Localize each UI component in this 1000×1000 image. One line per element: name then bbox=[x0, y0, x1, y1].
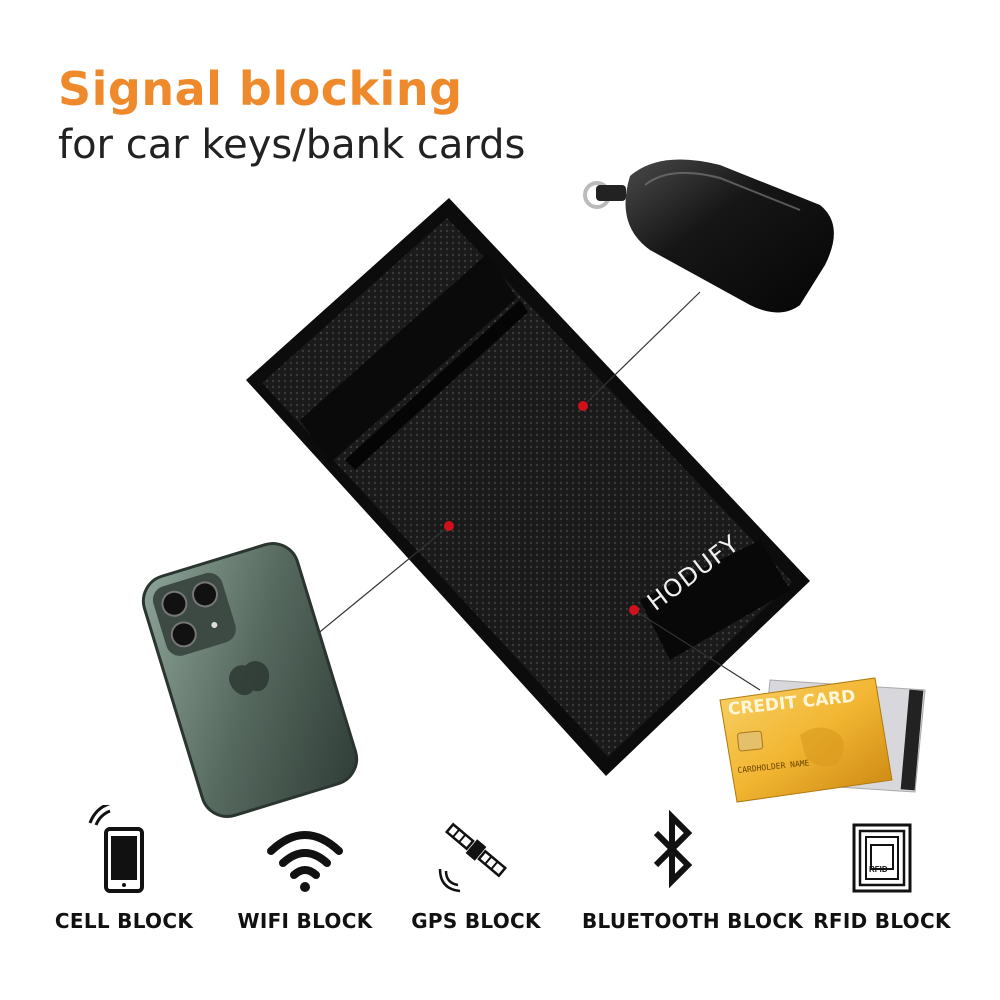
faraday-pouch bbox=[246, 198, 810, 776]
callout-dot-key bbox=[578, 401, 588, 411]
smartphone bbox=[141, 542, 359, 818]
feature-rfid-block: RFID BLOCK bbox=[792, 805, 972, 933]
car-key-fob bbox=[583, 159, 834, 313]
callout-lines bbox=[309, 291, 761, 691]
feature-cell-block: CELL BLOCK bbox=[34, 805, 214, 933]
headline-subtitle: for car keys/bank cards bbox=[58, 122, 526, 168]
feature-label: CELL BLOCK bbox=[54, 909, 194, 933]
credit-cards bbox=[719, 677, 926, 803]
feature-wifi-block: WIFI BLOCK bbox=[215, 805, 395, 933]
feature-label: RFID BLOCK bbox=[813, 909, 951, 933]
wifi-icon bbox=[267, 831, 343, 892]
feature-gps-block: GPS BLOCK bbox=[386, 805, 566, 933]
callout-dot-card bbox=[629, 605, 639, 615]
satellite-icon bbox=[438, 822, 508, 893]
feature-label: BLUETOOTH BLOCK bbox=[582, 909, 804, 933]
cell-signal-icon bbox=[88, 805, 144, 893]
feature-label: GPS BLOCK bbox=[411, 909, 541, 933]
callout-dot-phone bbox=[444, 521, 454, 531]
headline-title: Signal blocking bbox=[58, 62, 463, 116]
bluetooth-icon bbox=[653, 809, 693, 889]
feature-row: CELL BLOCK WIFI BLOCK GPS BLOCK bbox=[0, 805, 1000, 965]
rfid-chip-label: RFID bbox=[869, 865, 888, 874]
rfid-icon bbox=[852, 823, 912, 893]
feature-label: WIFI BLOCK bbox=[237, 909, 373, 933]
feature-bluetooth-block: BLUETOOTH BLOCK bbox=[582, 805, 804, 933]
